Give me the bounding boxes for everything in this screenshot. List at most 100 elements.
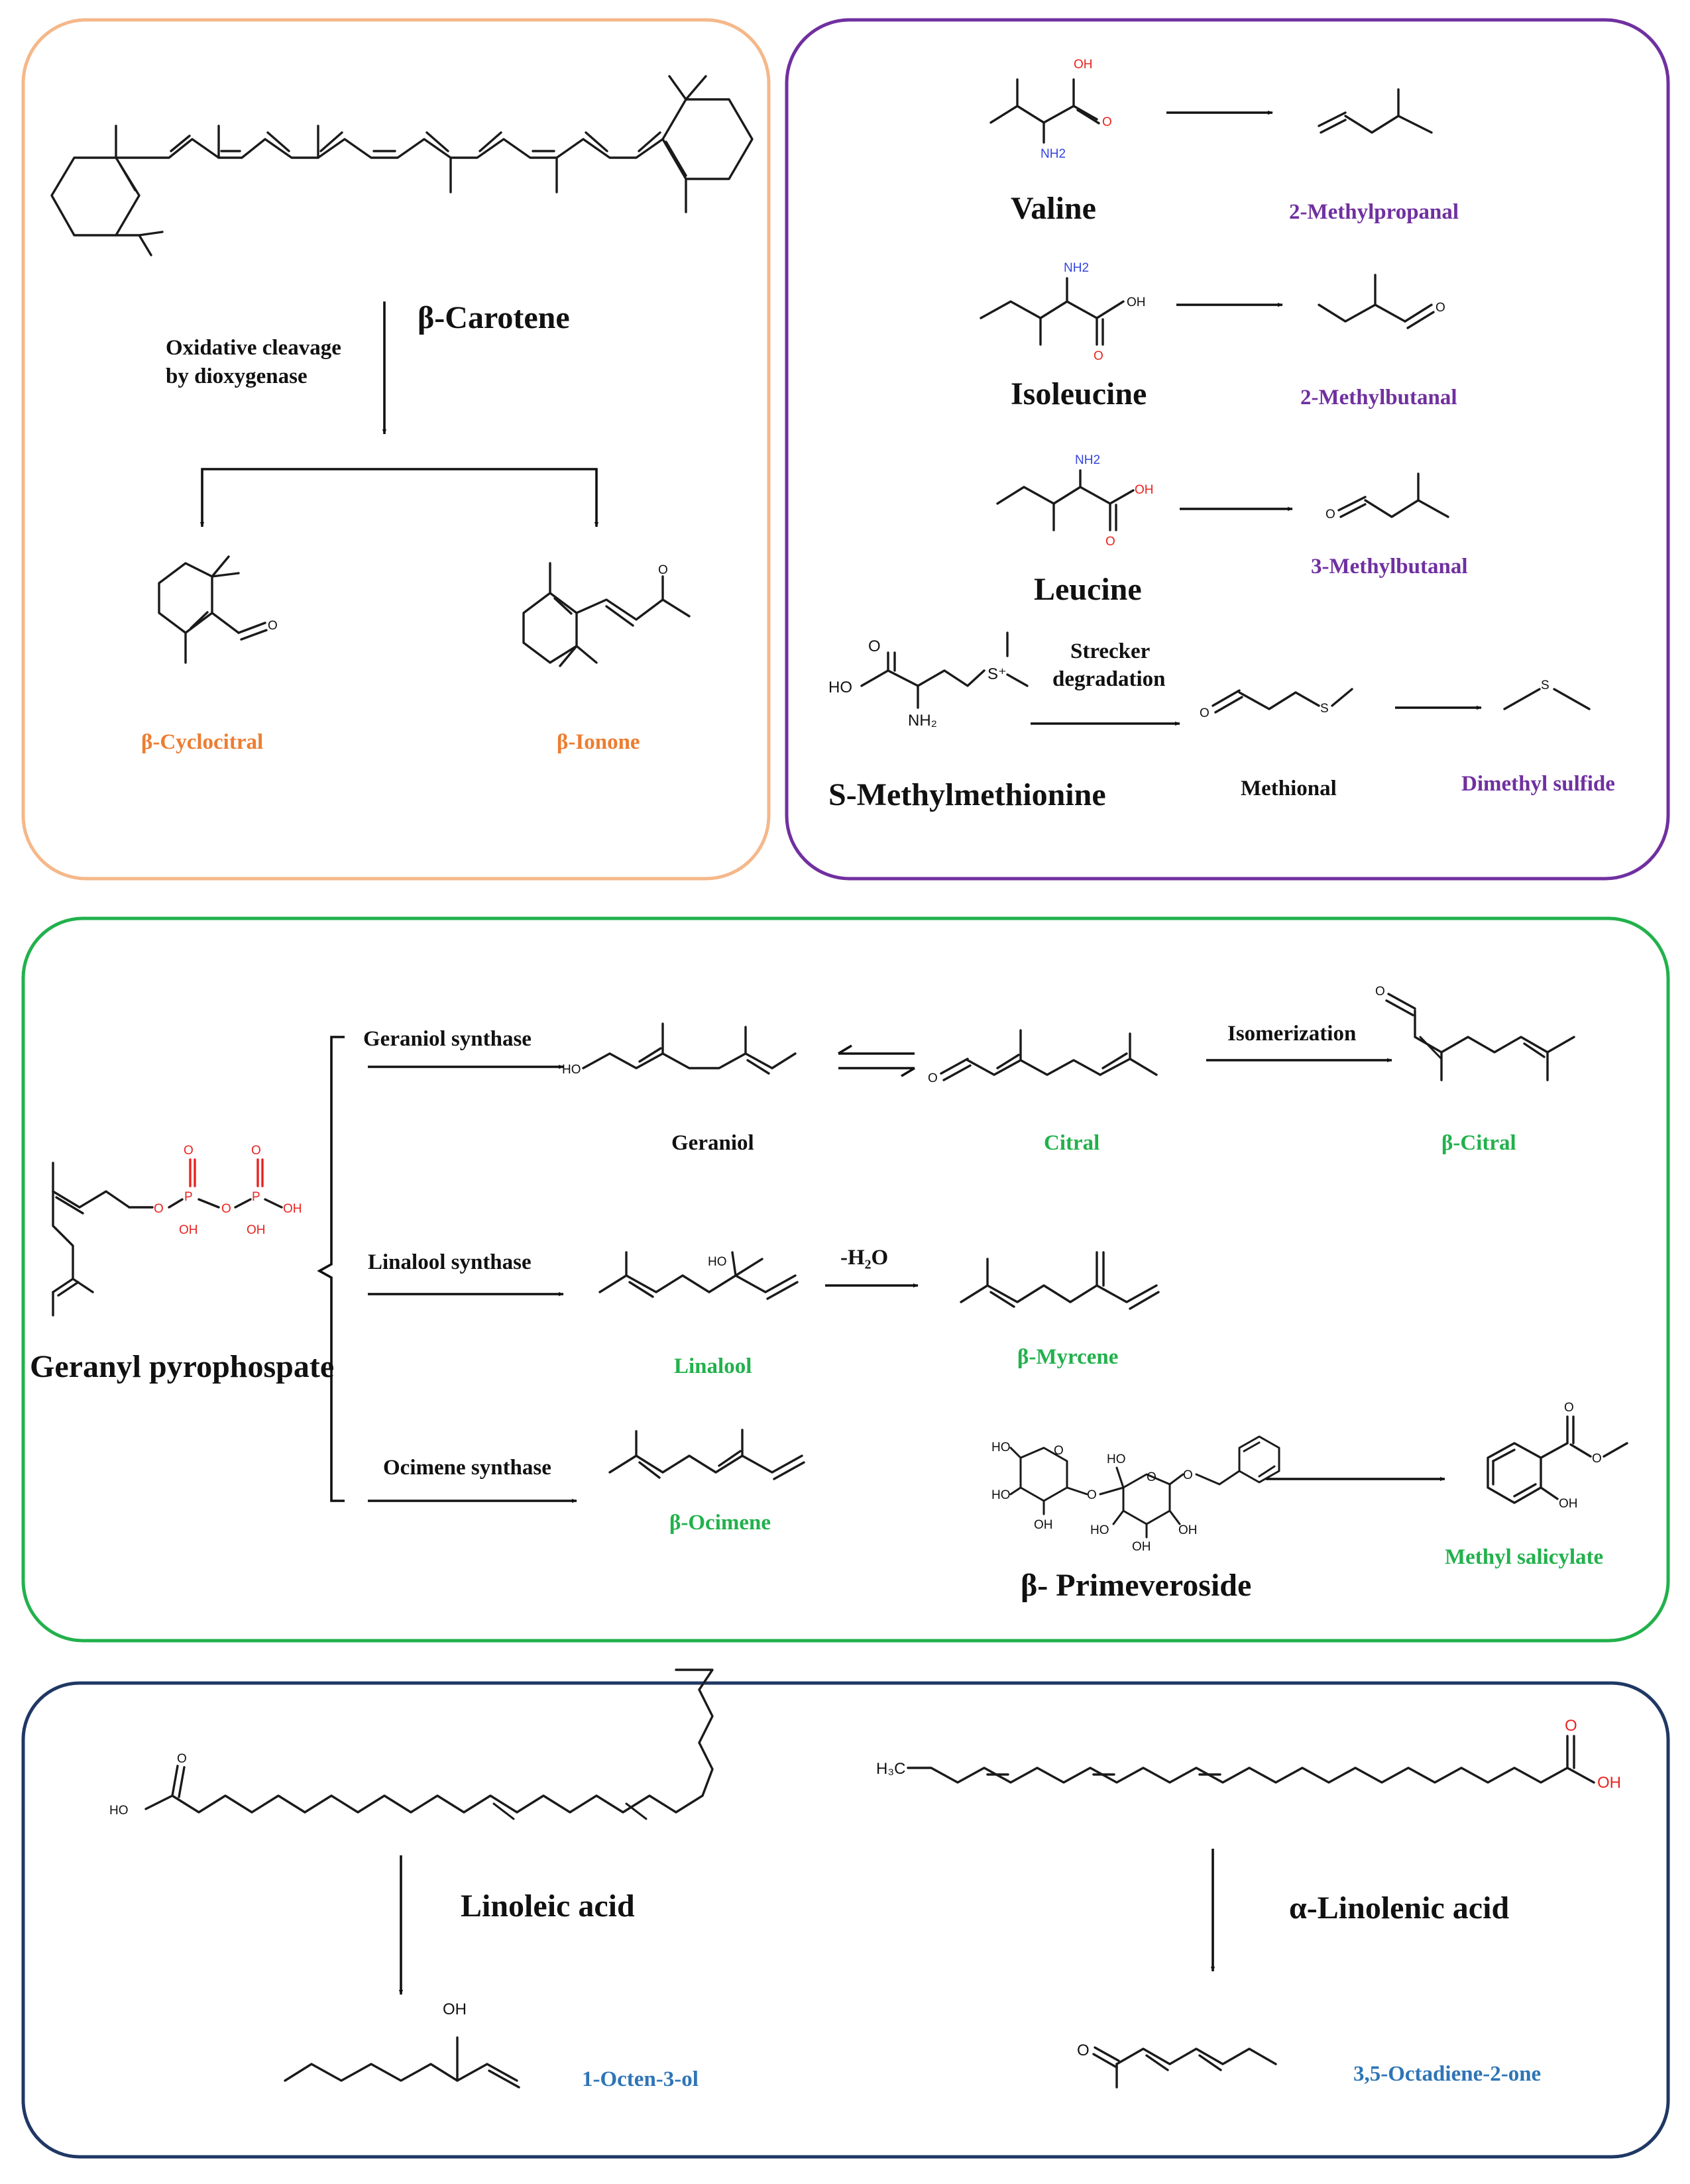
smm-nh2: NH₂	[908, 712, 937, 730]
3-5-octadiene-2-one-structure	[1092, 2046, 1277, 2089]
citral-label: Citral	[1044, 1131, 1099, 1155]
methional-o: O	[1200, 706, 1210, 720]
fatty-acid-panel	[21, 1681, 1670, 2159]
ocimene-synthase-label: Ocimene synthase	[383, 1456, 551, 1480]
beta-cyclocitral-label: β-Cyclocitral	[141, 730, 263, 754]
ionone-oxygen: O	[658, 563, 668, 577]
svg-text:HO: HO	[1090, 1523, 1109, 1537]
svg-text:HO: HO	[1107, 1452, 1126, 1466]
leucine-label: Leucine	[1034, 572, 1142, 607]
branch-arrow-right	[384, 468, 599, 527]
svg-text:O: O	[1054, 1444, 1064, 1458]
geranyl-pyrophosphate-label: Geranyl pyrophospate	[30, 1349, 334, 1384]
valine-nh2: NH2	[1041, 147, 1066, 161]
smm-s-plus: S⁺	[987, 665, 1007, 683]
svg-text:OH: OH	[1132, 1540, 1151, 1554]
geraniol-synthase-label: Geraniol synthase	[363, 1027, 532, 1051]
isoleucine-nh2: NH2	[1064, 261, 1089, 275]
beta-myrcene-structure	[960, 1251, 1160, 1310]
smm-o: O	[868, 637, 881, 655]
methional-s: S	[1320, 702, 1329, 716]
3-methylbutanal-o: O	[1325, 508, 1335, 521]
3-methylbutanal-label: 3-Methylbutanal	[1311, 555, 1468, 578]
isomerization-label: Isomerization	[1227, 1022, 1356, 1046]
svg-text:O: O	[1147, 1470, 1156, 1484]
1-octen-3-ol-label: 1-Octen-3-ol	[582, 2067, 699, 2091]
beta-citral-o: O	[1375, 985, 1385, 999]
primeveroside-label: β- Primeveroside	[1021, 1568, 1251, 1603]
methyl-salicylate-oh: OH	[1559, 1497, 1578, 1511]
dimethyl-sulfide-structure	[1503, 688, 1591, 710]
strecker-step-line1: Strecker	[1070, 639, 1150, 663]
methyl-salicylate-o1: O	[1564, 1401, 1574, 1415]
svg-text:O: O	[221, 1202, 231, 1216]
beta-ionone-structure	[522, 562, 691, 667]
1-octen-3-ol-oh: OH	[443, 2000, 467, 2018]
geraniol-ho: HO	[562, 1063, 581, 1077]
methyl-salicylate-label: Methyl salicylate	[1445, 1545, 1603, 1569]
svg-text:OH: OH	[179, 1223, 198, 1237]
smm-ho: HO	[828, 679, 852, 696]
beta-citral-structure	[1385, 993, 1575, 1081]
methional-structure	[1211, 688, 1353, 714]
linolenic-oh: OH	[1597, 1774, 1621, 1792]
pyrophosphate-group: O P O OH O P O OH OH	[154, 1144, 302, 1237]
isoleucine-o: O	[1094, 349, 1103, 363]
geraniol-structure	[582, 1022, 797, 1075]
isoleucine-oh: OH	[1127, 296, 1146, 309]
2-methylbutanal-structure	[1318, 274, 1435, 329]
svg-text:O: O	[1183, 1468, 1193, 1482]
svg-text:O: O	[154, 1202, 164, 1216]
beta-ionone-label: β-Ionone	[557, 730, 640, 754]
methyl-salicylate-structure	[1487, 1415, 1628, 1504]
citral-o: O	[928, 1071, 938, 1085]
leucine-structure	[996, 469, 1135, 531]
linalool-synthase-label: Linalool synthase	[368, 1250, 532, 1274]
beta-ocimene-label: β-Ocimene	[669, 1511, 771, 1535]
s-methylmethionine-structure	[860, 631, 1029, 709]
linoleic-acid-label: Linoleic acid	[461, 1888, 635, 1924]
beta-ocimene-structure	[608, 1429, 805, 1480]
beta-citral-label: β-Citral	[1441, 1131, 1516, 1155]
branch-bracket	[317, 1036, 345, 1502]
linalool-ho: HO	[708, 1255, 727, 1269]
1-octen-3-ol-structure	[284, 2036, 520, 2089]
2-methylpropanal-structure	[1318, 88, 1433, 134]
2-methylbutanal-o: O	[1436, 301, 1445, 315]
strecker-step-line2: degradation	[1052, 667, 1166, 691]
svg-text:OH: OH	[1034, 1518, 1053, 1532]
beta-myrcene-label: β-Myrcene	[1017, 1345, 1118, 1369]
phosphate-bonds	[189, 1158, 264, 1187]
svg-text:OH: OH	[247, 1223, 266, 1237]
svg-text:OH: OH	[1178, 1523, 1198, 1537]
svg-text:O: O	[1087, 1488, 1097, 1502]
dms-s: S	[1541, 679, 1549, 692]
leucine-nh2: NH2	[1075, 453, 1100, 467]
svg-text:O: O	[251, 1144, 261, 1158]
2-methylpropanal-label: 2-Methylpropanal	[1289, 200, 1459, 224]
valine-structure	[989, 78, 1100, 144]
linalool-structure	[598, 1251, 799, 1300]
svg-text:HO: HO	[991, 1441, 1011, 1454]
terpenoid-panel	[21, 916, 1670, 1643]
valine-oh: OH	[1074, 58, 1093, 72]
beta-cyclocitral-structure	[158, 555, 268, 664]
primeveroside-structure	[1009, 1435, 1280, 1539]
linalool-label: Linalool	[674, 1354, 752, 1378]
valine-o: O	[1102, 115, 1112, 129]
svg-text:P: P	[184, 1190, 193, 1204]
citral-structure	[940, 1029, 1158, 1081]
svg-text:HO: HO	[991, 1488, 1011, 1502]
primeveroside-atoms: HO O HO OH O HO O O HO OH OH	[991, 1441, 1198, 1554]
methional-label: Methional	[1241, 777, 1337, 800]
amino-acid-panel	[785, 18, 1670, 881]
carotenoid-panel	[21, 18, 771, 881]
branch-arrow-left	[199, 468, 384, 527]
linoleic-o: O	[177, 1752, 187, 1766]
svg-text:P: P	[252, 1190, 260, 1204]
linolenic-o: O	[1565, 1717, 1577, 1735]
isoleucine-structure	[980, 277, 1125, 346]
leucine-oh: OH	[1135, 483, 1154, 497]
dehydration-label: -H₂O	[840, 1246, 888, 1270]
isoleucine-label: Isoleucine	[1011, 376, 1147, 411]
